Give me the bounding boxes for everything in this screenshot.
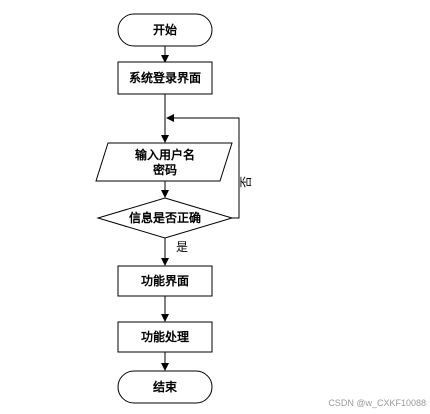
input-label-line1: 输入用户名 [135, 147, 195, 162]
watermark: CSDN @w_CXKF10088 [328, 398, 426, 408]
function-page-label: 功能界面 [141, 273, 189, 288]
input-label-line2: 密码 [153, 162, 177, 177]
end-node: 结束 [117, 370, 213, 404]
edge-label-yes: 是 [176, 240, 188, 254]
function-process-node: 功能处理 [117, 321, 213, 353]
input-node: 输入用户名 密码 [95, 142, 233, 182]
start-node: 开始 [117, 13, 213, 47]
decision-node: 信息是否正确 [96, 197, 234, 239]
decision-label: 信息是否正确 [129, 210, 201, 225]
end-label: 结束 [153, 379, 178, 394]
function-process-label: 功能处理 [141, 329, 189, 344]
login-page-label: 系统登录界面 [129, 70, 201, 85]
arrow-decision-no-loop [166, 114, 240, 219]
function-page-node: 功能界面 [117, 265, 213, 297]
start-label: 开始 [153, 22, 177, 37]
edge-label-no: 否 [239, 176, 253, 188]
login-page-node: 系统登录界面 [117, 61, 213, 95]
